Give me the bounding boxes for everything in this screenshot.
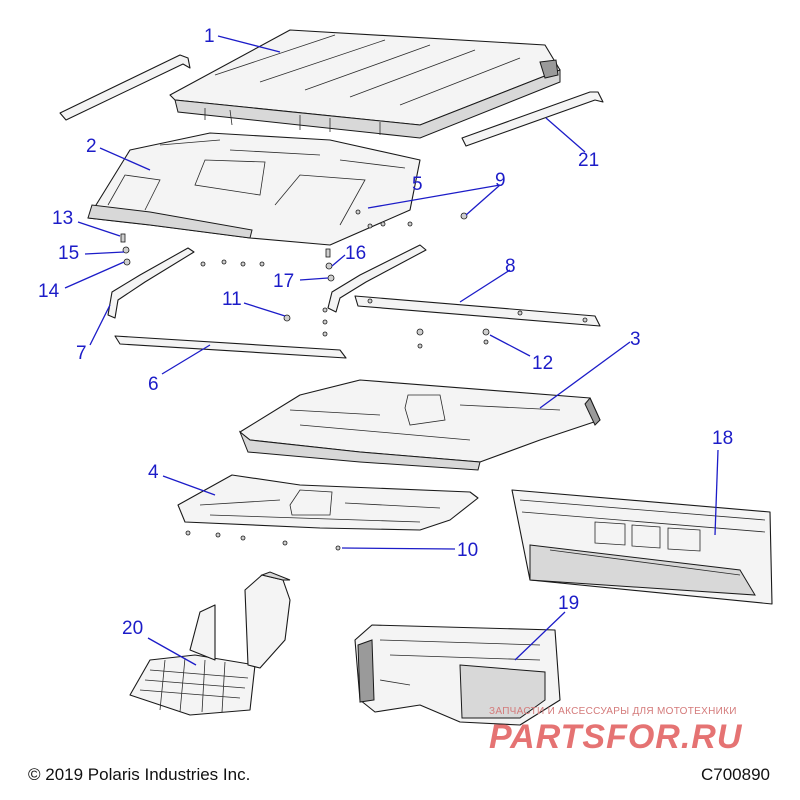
part-lower-floor [177, 474, 479, 531]
callout-9: 9 [495, 170, 506, 191]
callout-3: 3 [630, 329, 641, 350]
callout-labels: 1 2 3 4 5 6 7 8 9 10 11 12 13 14 15 16 1… [38, 26, 733, 639]
callout-17: 17 [273, 271, 294, 292]
hardware-fasteners [120, 209, 490, 551]
part-floor-panel [238, 379, 601, 471]
callout-19: 19 [558, 593, 579, 614]
callout-2: 2 [86, 136, 97, 157]
watermark-caption: ЗАПЧАСТИ И АКСЕССУАРЫ ДЛЯ МОТОТЕХНИКИ [489, 706, 737, 717]
callout-10: 10 [457, 540, 478, 561]
part-header-trim [114, 335, 347, 359]
watermark-logo: PARTSFOR.RU [489, 718, 743, 754]
callout-1: 1 [204, 26, 215, 47]
part-seat-base [129, 571, 291, 716]
part-headliner [87, 132, 421, 246]
part-side-panel [354, 624, 561, 726]
drawing-number: C700890 [700, 765, 770, 784]
copyright-notice: © 2019 Polaris Industries Inc. [28, 765, 251, 784]
callout-16: 16 [345, 243, 366, 264]
callout-21: 21 [578, 150, 599, 171]
part-roof-rail-left [59, 54, 191, 121]
callout-18: 18 [712, 428, 733, 449]
callout-14: 14 [38, 281, 60, 302]
callout-11: 11 [222, 289, 242, 310]
callout-12: 12 [532, 353, 553, 374]
callout-13: 13 [52, 208, 73, 229]
callout-8: 8 [505, 256, 516, 277]
leader-lines [64, 35, 719, 666]
callout-6: 6 [148, 374, 159, 395]
callout-15: 15 [58, 243, 79, 264]
part-pillar-trim-left [107, 247, 195, 319]
part-roof [169, 29, 561, 139]
part-cross-bar [354, 295, 601, 327]
callout-20: 20 [122, 618, 143, 639]
part-rear-wall-panel [511, 489, 773, 605]
callout-7: 7 [76, 343, 87, 364]
part-roof-rail-right [461, 91, 604, 147]
callout-5: 5 [412, 174, 423, 195]
part-pillar-trim-right [327, 244, 427, 313]
callout-4: 4 [148, 462, 159, 483]
watermark-logo-text: PARTSFOR.RU [489, 718, 743, 754]
